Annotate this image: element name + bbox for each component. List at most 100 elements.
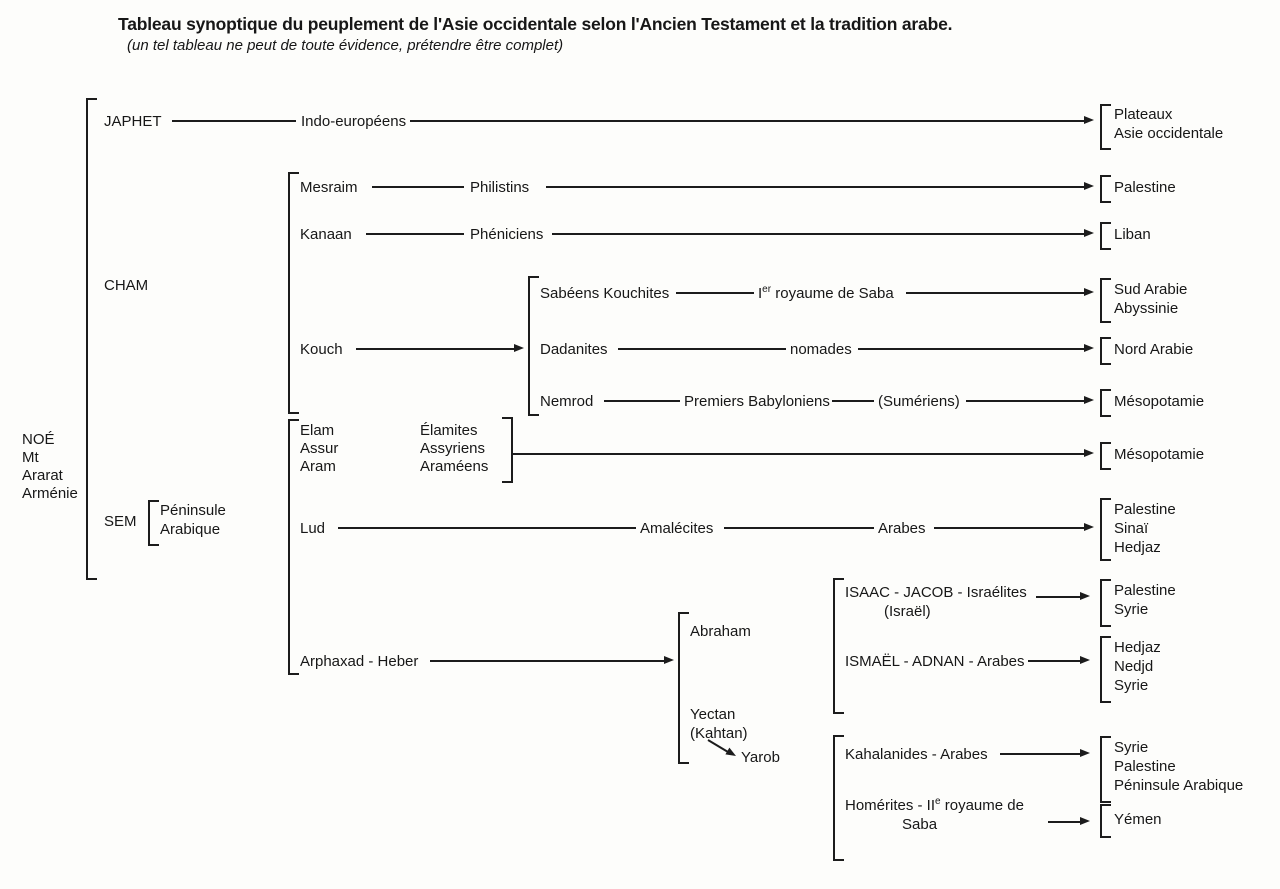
node-isaac-jacob: ISAAC - JACOB - Israélites xyxy=(845,584,1027,601)
node-nemrod: Nemrod xyxy=(540,393,594,410)
connector-line xyxy=(604,400,680,402)
diagonal-arrow xyxy=(707,739,736,756)
bracket-dest xyxy=(1100,389,1111,417)
node-homerites-saba: Saba xyxy=(902,816,938,833)
node-aram: Aram xyxy=(300,458,336,475)
dest-hedjaz-2: Hedjaz xyxy=(1114,639,1161,656)
node-noe-place1: Mt xyxy=(22,449,39,466)
connector-line xyxy=(511,453,1084,455)
connector-line xyxy=(546,186,1084,188)
via-arabes: Arabes xyxy=(878,520,926,537)
bracket-dest xyxy=(1100,636,1111,703)
dest-sud-arabie: Sud Arabie xyxy=(1114,281,1188,298)
bracket-dest xyxy=(1100,736,1111,803)
homerites-sup: e xyxy=(935,796,941,807)
people-indo-europeens: Indo-européens xyxy=(301,113,407,130)
homerites-rest: royaume de xyxy=(940,797,1024,814)
arrowhead xyxy=(1080,656,1090,664)
via-royaume-sup: er xyxy=(762,284,772,295)
node-noe: NOÉ xyxy=(22,431,55,448)
connector-line xyxy=(832,400,874,402)
dest-syrie-3: Syrie xyxy=(1114,739,1149,756)
node-cham: CHAM xyxy=(104,277,149,294)
bracket-kouch-children xyxy=(528,276,539,416)
node-sabeens-kouchites: Sabéens Kouchites xyxy=(540,285,670,302)
arrowhead xyxy=(1080,592,1090,600)
via-amalecites: Amalécites xyxy=(640,520,714,537)
connector-line xyxy=(372,186,464,188)
dest-mesopotamie-2: Mésopotamie xyxy=(1114,446,1205,463)
via-sumeriens: (Sumériens) xyxy=(878,393,960,410)
node-noe-place3: Arménie xyxy=(22,485,78,502)
arrowhead xyxy=(1084,396,1094,404)
connector-line xyxy=(1036,596,1080,598)
dest-syrie-2: Syrie xyxy=(1114,677,1149,694)
connector-line xyxy=(1028,660,1080,662)
node-kahalanides: Kahalanides - Arabes xyxy=(845,746,988,763)
dest-peninsule-arabique: Péninsule Arabique xyxy=(1114,777,1244,794)
bracket-dest xyxy=(1100,337,1111,365)
via-premiers-babyloniens: Premiers Babyloniens xyxy=(684,393,830,410)
node-mesraim: Mesraim xyxy=(300,179,358,196)
node-dadanites: Dadanites xyxy=(540,341,608,358)
connector-line xyxy=(366,233,464,235)
node-homerites: Homérites - IIe royaume de xyxy=(845,796,1024,815)
connector-line xyxy=(1048,821,1080,823)
arrowhead xyxy=(1080,817,1090,825)
dest-nedjd: Nedjd xyxy=(1114,658,1154,675)
via-royaume-base: I xyxy=(758,285,763,302)
dest-plateaux: Plateaux xyxy=(1114,106,1173,123)
node-noe-place2: Ararat xyxy=(22,467,63,484)
connector-line xyxy=(430,660,664,662)
dest-abyssinie: Abyssinie xyxy=(1114,300,1179,317)
node-israel: (Israël) xyxy=(884,603,931,620)
arrowhead xyxy=(664,656,674,664)
region-peninsule: Péninsule xyxy=(160,502,226,519)
dest-sinai: Sinaï xyxy=(1114,520,1149,537)
people-philistins: Philistins xyxy=(470,179,530,196)
bracket-yectan-children xyxy=(833,735,844,861)
region-arabique: Arabique xyxy=(160,521,221,538)
arrowhead xyxy=(1084,229,1094,237)
dest-palestine-4: Palestine xyxy=(1114,758,1176,775)
dest-syrie-1: Syrie xyxy=(1114,601,1149,618)
bracket-cham-children xyxy=(288,172,299,414)
diagram-subtitle: (un tel tableau ne peut de toute évidenc… xyxy=(127,37,564,54)
node-sem: SEM xyxy=(104,513,137,530)
node-assur: Assur xyxy=(300,440,339,457)
node-elam: Elam xyxy=(300,422,335,439)
dest-liban: Liban xyxy=(1114,226,1151,243)
people-pheniciens: Phéniciens xyxy=(470,226,544,243)
connector-line xyxy=(676,292,754,294)
dest-hedjaz: Hedjaz xyxy=(1114,539,1161,556)
homerites-base: Homérites - II xyxy=(845,797,936,814)
connector-line xyxy=(356,348,514,350)
bracket-sem-children xyxy=(288,419,299,675)
connector-line xyxy=(618,348,786,350)
bracket-dest xyxy=(1100,222,1111,250)
people-assyriens: Assyriens xyxy=(420,440,486,457)
node-kanaan: Kanaan xyxy=(300,226,352,243)
connector-line xyxy=(1000,753,1080,755)
connector-line xyxy=(172,120,296,122)
connector-line xyxy=(552,233,1084,235)
connector-line xyxy=(410,120,1084,122)
people-arameens: Araméens xyxy=(420,458,489,475)
connector-line xyxy=(724,527,874,529)
via-royaume-de-saba: Ier royaume de Saba xyxy=(758,284,894,303)
node-arphaxad-heber: Arphaxad - Heber xyxy=(300,653,419,670)
connector-line xyxy=(966,400,1084,402)
arrowhead xyxy=(1080,749,1090,757)
dest-yemen: Yémen xyxy=(1114,811,1162,828)
bracket-dest xyxy=(1100,175,1111,203)
arrowhead xyxy=(1084,116,1094,124)
dest-asie-occidentale: Asie occidentale xyxy=(1114,125,1224,142)
bracket-elam-group xyxy=(502,417,513,483)
arrowhead xyxy=(1084,182,1094,190)
diagram-title: Tableau synoptique du peuplement de l'As… xyxy=(118,14,953,34)
arrowhead xyxy=(1084,449,1094,457)
bracket-arphaxad-children xyxy=(678,612,689,764)
bracket-noe-children xyxy=(86,98,97,580)
bracket-peninsule xyxy=(148,500,159,546)
